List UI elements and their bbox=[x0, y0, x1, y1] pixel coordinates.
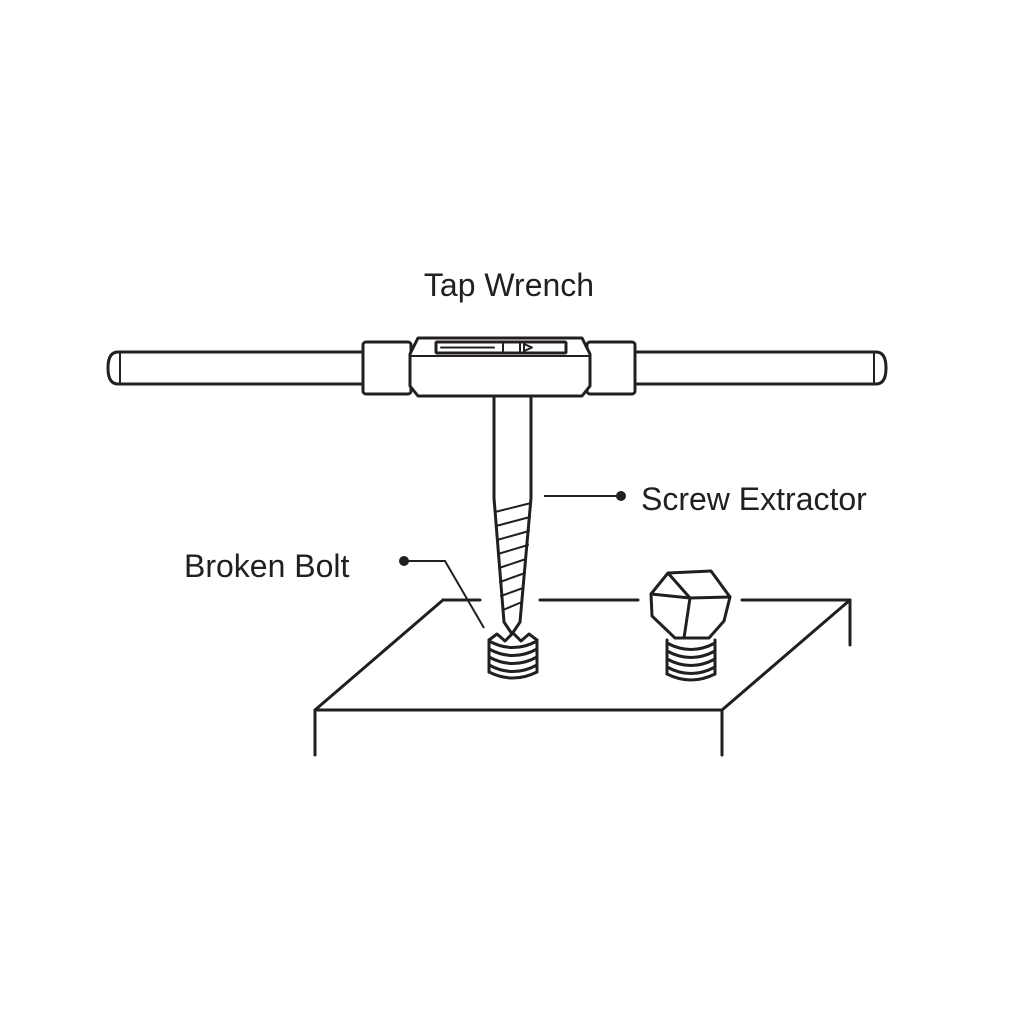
left-collar bbox=[361, 340, 413, 396]
leader-dot bbox=[616, 491, 626, 501]
label-broken-bolt: Broken Bolt bbox=[184, 548, 350, 584]
tap-wrench bbox=[106, 336, 888, 398]
screw-extractor-leader bbox=[544, 491, 626, 501]
broken-bolt-leader bbox=[399, 556, 485, 629]
adjustment-slot bbox=[434, 340, 568, 355]
hex-bolt bbox=[649, 569, 732, 682]
screw-extractor bbox=[492, 394, 533, 636]
broken-bolt bbox=[487, 631, 539, 680]
workpiece-block bbox=[313, 598, 852, 757]
right-collar bbox=[585, 340, 637, 396]
label-tap-wrench: Tap Wrench bbox=[424, 267, 594, 303]
label-screw-extractor: Screw Extractor bbox=[641, 481, 867, 517]
